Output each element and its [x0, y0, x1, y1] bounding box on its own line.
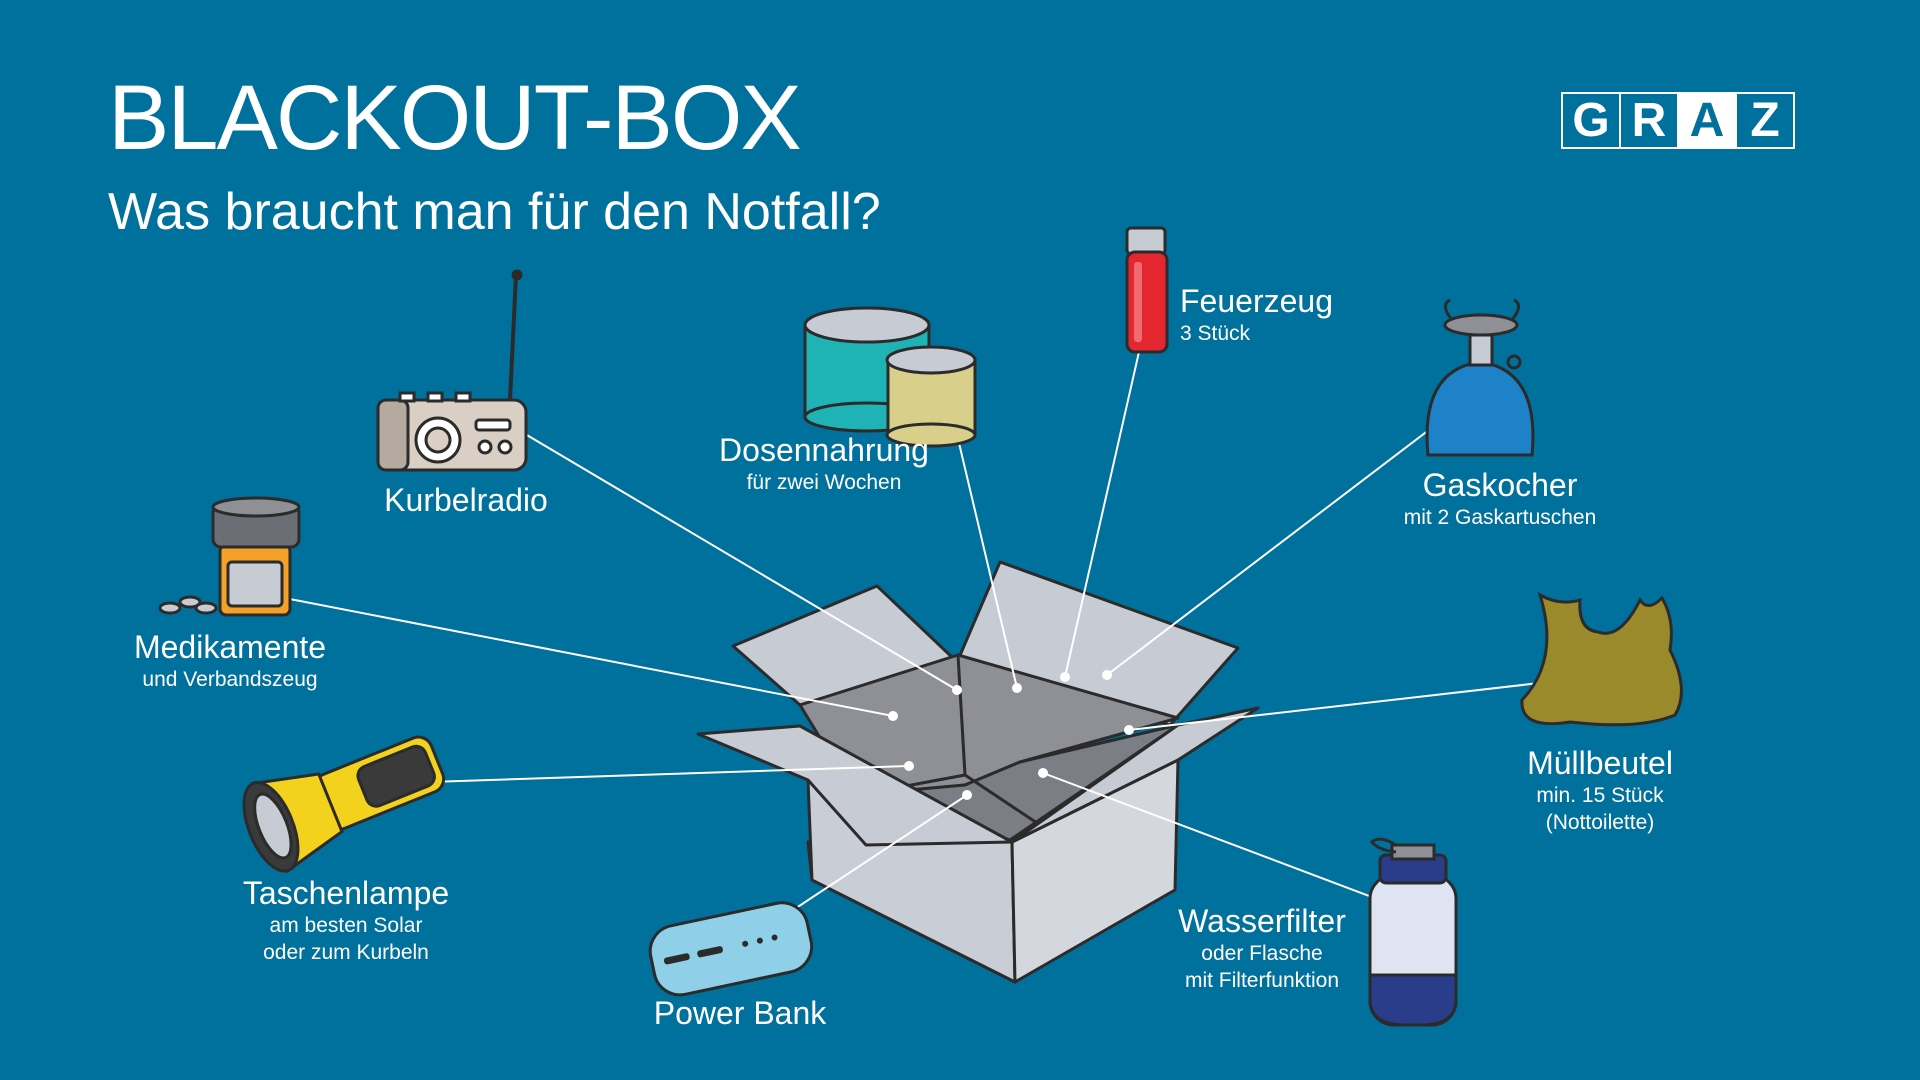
- item-name: Müllbeutel: [1527, 745, 1673, 781]
- box-flap-front-left: [696, 724, 1014, 847]
- radio-icon: [376, 269, 528, 472]
- page-subtitle: Was braucht man für den Notfall?: [108, 183, 881, 241]
- label-gaskocher: Gaskocher mit 2 Gaskartuschen: [1404, 466, 1597, 531]
- item-name: Dosennahrung: [719, 432, 929, 468]
- item-name: Kurbelradio: [384, 482, 548, 518]
- logo-letter: R: [1619, 92, 1679, 149]
- item-name: Taschenlampe: [242, 875, 450, 911]
- cans-icon: [803, 306, 977, 448]
- label-wasserfilter: Wasserfilter oder Flasche mit Filterfunk…: [1178, 902, 1346, 994]
- label-dosennahrung: Dosennahrung für zwei Wochen: [719, 431, 929, 496]
- logo-letter: Z: [1735, 92, 1795, 149]
- item-note: am besten Solar: [269, 914, 423, 937]
- logo-letter: G: [1561, 92, 1621, 149]
- garbage-bag-icon: [1520, 591, 1683, 727]
- item-note: oder Flasche: [1201, 942, 1323, 965]
- item-note: mit Filterfunktion: [1184, 969, 1340, 992]
- graz-logo: G R A Z: [1561, 92, 1795, 149]
- label-kurbelradio: Kurbelradio: [384, 481, 548, 519]
- gas-stove-icon: [1425, 298, 1535, 457]
- item-name: Power Bank: [653, 995, 827, 1031]
- item-note: und Verbandszeug: [142, 668, 318, 691]
- box-flap-front-right: [1010, 706, 1260, 844]
- item-name: Feuerzeug: [1180, 283, 1333, 319]
- medicine-icon: [158, 496, 301, 617]
- item-note: mit 2 Gaskartuschen: [1403, 506, 1597, 529]
- flashlight-icon: [242, 735, 446, 874]
- connector-lines: [259, 325, 1571, 925]
- item-note: für zwei Wochen: [746, 471, 902, 494]
- item-note: (Nottoilette): [1545, 811, 1655, 834]
- label-powerbank: Power Bank: [654, 994, 827, 1032]
- lighter-icon: [1125, 226, 1169, 354]
- logo-letter: A: [1677, 92, 1737, 149]
- item-name: Wasserfilter: [1178, 903, 1346, 939]
- item-note: min. 15 Stück: [1536, 784, 1664, 807]
- page-title: BLACKOUT-BOX: [108, 67, 802, 169]
- power-bank-icon: [648, 901, 814, 997]
- item-note: 3 Stück: [1180, 322, 1251, 345]
- item-name: Medikamente: [133, 629, 327, 665]
- label-medikamente: Medikamente und Verbandszeug: [134, 628, 326, 693]
- label-muellbeutel: Müllbeutel min. 15 Stück (Nottoilette): [1527, 744, 1673, 836]
- cardboard-box: [696, 560, 1260, 984]
- label-taschenlampe: Taschenlampe am besten Solar oder zum Ku…: [243, 874, 449, 966]
- item-name: Gaskocher: [1422, 467, 1578, 503]
- item-note: oder zum Kurbeln: [263, 941, 429, 964]
- label-feuerzeug: Feuerzeug 3 Stück: [1180, 282, 1333, 347]
- water-bottle-icon: [1368, 837, 1458, 1027]
